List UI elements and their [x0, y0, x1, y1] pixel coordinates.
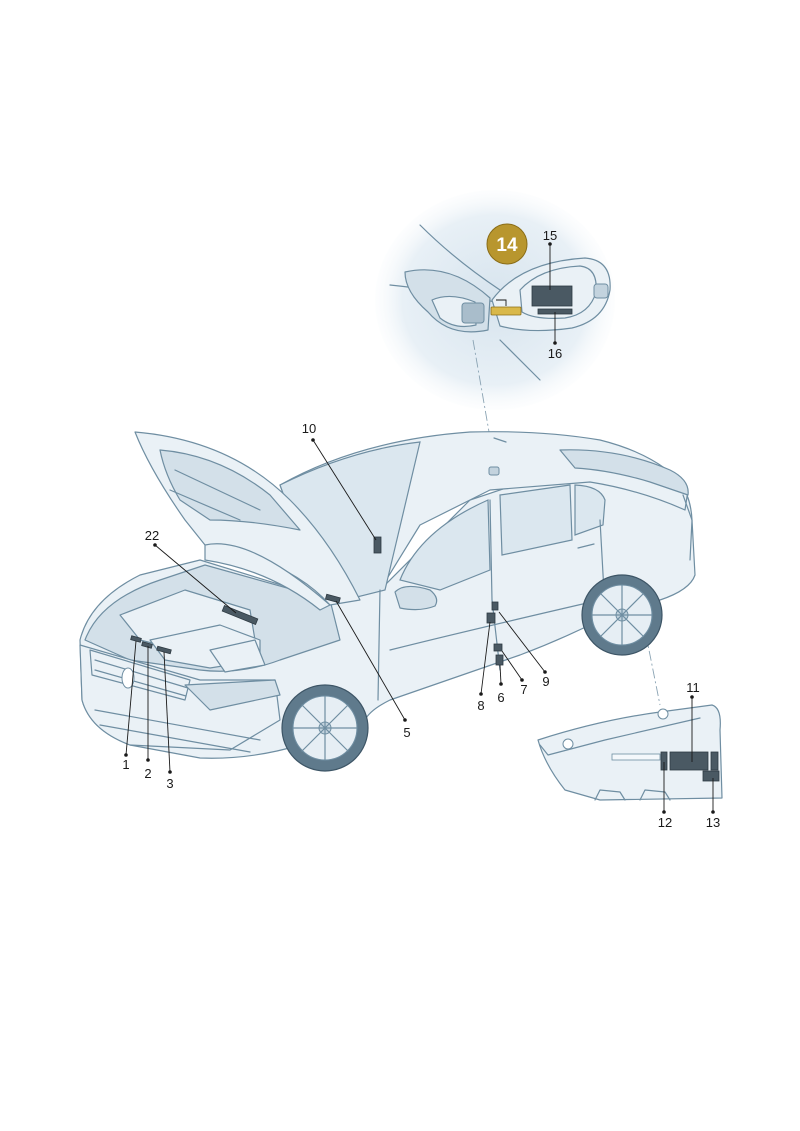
callout-10: 10: [302, 421, 316, 436]
callout-7: 7: [520, 682, 527, 697]
callout-13: 13: [706, 815, 720, 830]
label-3: [156, 645, 172, 655]
callout-5: 5: [403, 725, 410, 740]
trim-label-13-right: [710, 751, 719, 771]
car-illustration: [79, 431, 696, 772]
label-1: [130, 635, 142, 643]
label-10: [373, 536, 382, 554]
callout-11: 11: [686, 680, 700, 695]
callout-22: 22: [145, 528, 159, 543]
leader-lines: [124, 242, 715, 814]
fuel-flap-label-15: [531, 285, 573, 307]
boot-trim-panel-detail: [537, 704, 723, 801]
callout-14: 14: [496, 235, 518, 256]
highlighted-label-14: [490, 306, 522, 316]
label-6: [495, 654, 504, 666]
label-5: [324, 593, 341, 604]
callout-15: 15: [543, 228, 557, 243]
callout-6: 6: [497, 690, 504, 705]
trim-label-13: [702, 770, 720, 782]
callout-1: 1: [122, 757, 129, 772]
callout-numbers: 1 2 3 22 5 10 9 8 7 6 15 16 11 12 13 14: [122, 223, 720, 830]
callout-8: 8: [477, 698, 484, 713]
label-7: [493, 643, 503, 652]
callout-9: 9: [542, 674, 549, 689]
callout-12: 12: [658, 815, 672, 830]
fuel-filler-detail-view: [375, 190, 615, 410]
label-22: [221, 604, 259, 626]
trim-label-11: [669, 751, 709, 771]
label-8: [486, 612, 496, 624]
callout-3: 3: [166, 776, 173, 791]
callout-16: 16: [548, 346, 562, 361]
callout-2: 2: [144, 766, 151, 781]
label-9: [491, 601, 499, 611]
callout-14-badge: 14: [486, 223, 528, 265]
label-2: [141, 641, 153, 649]
